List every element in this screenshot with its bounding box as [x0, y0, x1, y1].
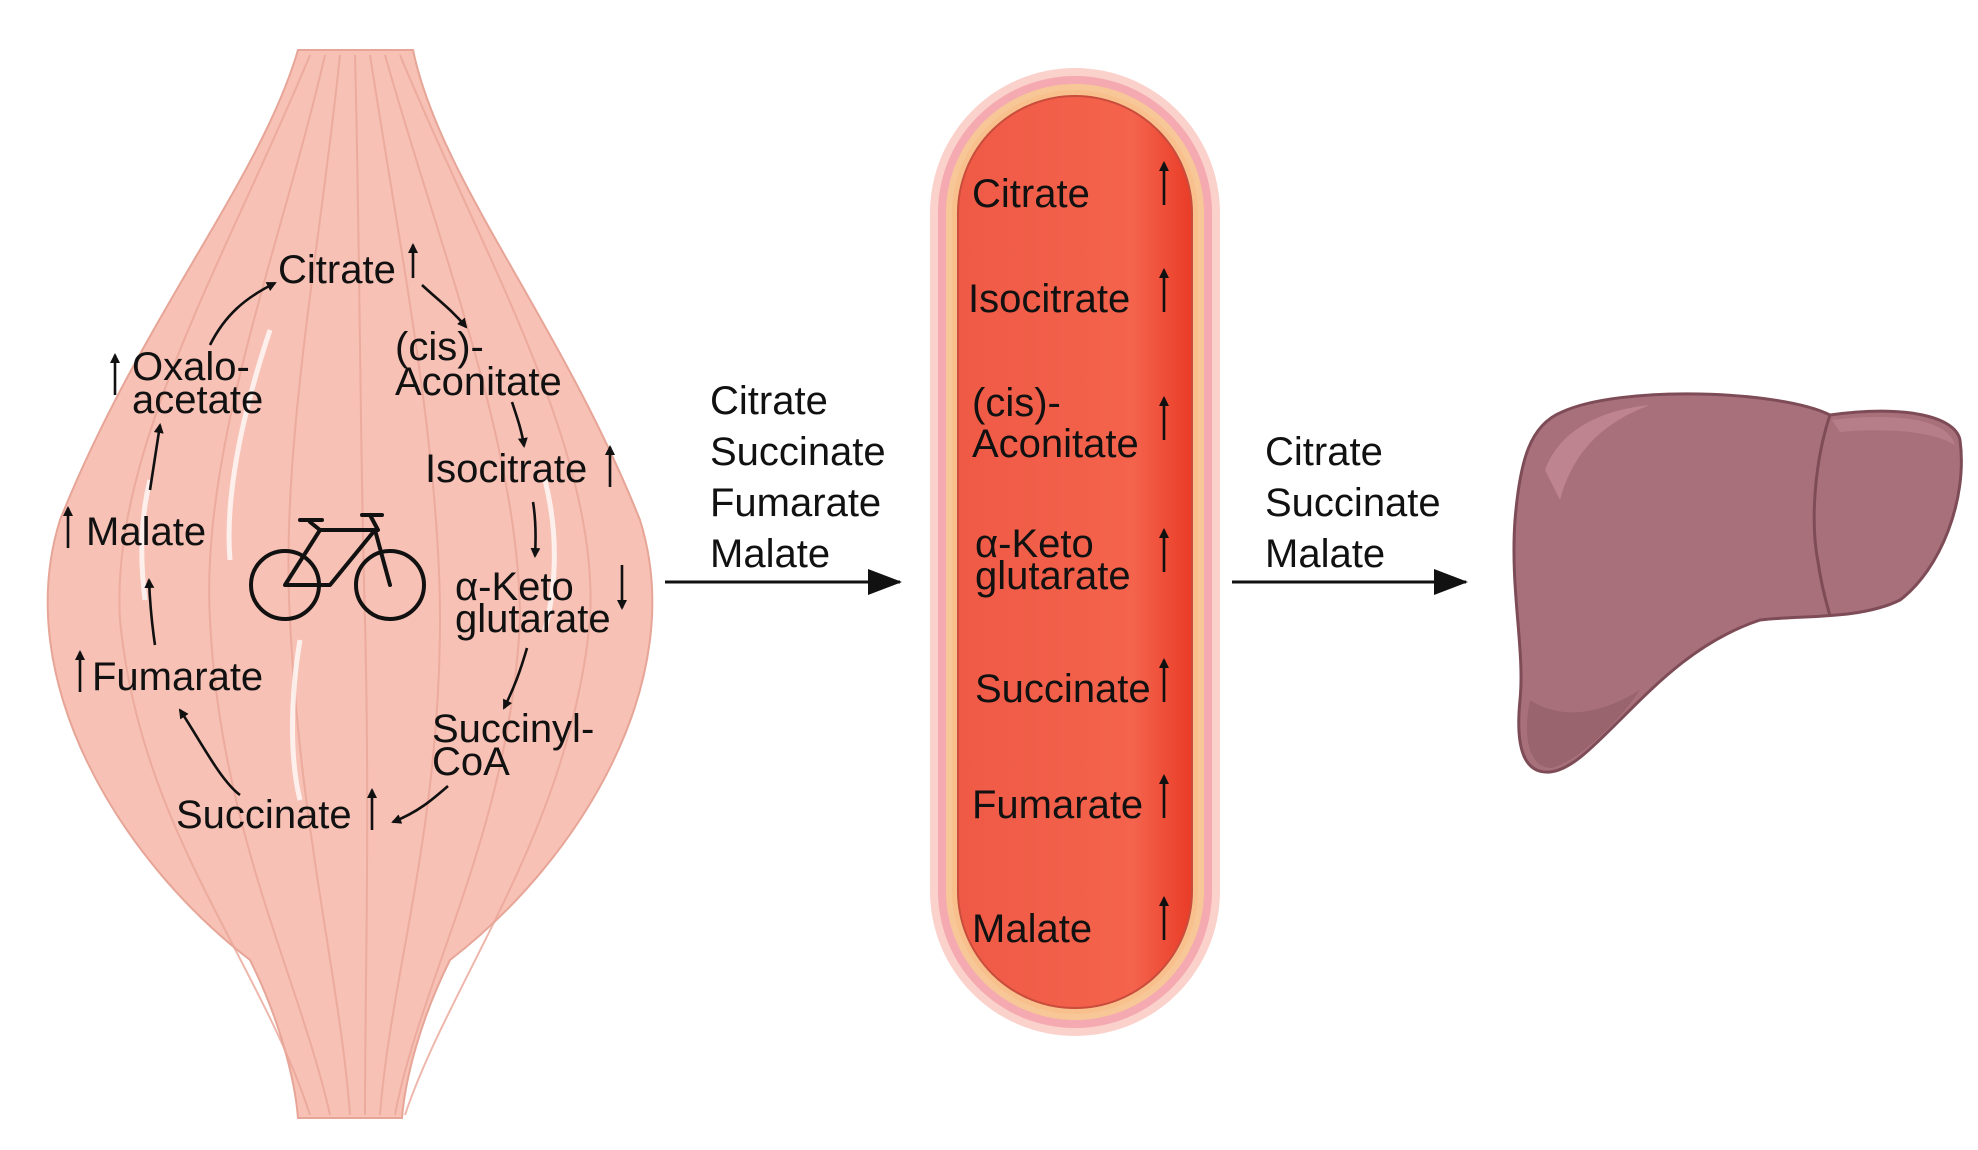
arrow-malate-to-oxaloacetate — [148, 423, 164, 491]
arrow-citrate-to-aconitate — [421, 284, 468, 329]
arrow-succinate-to-fumarate — [178, 708, 241, 797]
transfer-to-blood: Citrate Succinate Fumarate Malate — [665, 379, 902, 595]
cycle-oxalo-2: acetate — [132, 378, 263, 422]
cycle-oxalo-1: Oxalo- — [132, 345, 250, 389]
cycle-akg-1: α-Keto — [455, 565, 574, 609]
liver-lobe-divide — [1812, 414, 1832, 617]
cycle-cis-aconitate-2: Aconitate — [395, 360, 562, 404]
arrow-fumarate-to-malate — [144, 578, 157, 646]
muscle-body — [46, 49, 654, 1119]
vessel-item-malate: Malate — [972, 907, 1092, 951]
bicycle-icon — [249, 513, 426, 621]
blood-vessel — [930, 68, 1220, 1036]
vessel-item-fumarate: Fumarate — [972, 783, 1143, 827]
arrow-succinyl-to-succinate — [391, 785, 449, 824]
transfer-liver-item-2: Succinate — [1265, 481, 1441, 525]
tca-cycle: Citrate (cis)- Aconitate Isocitrate α-Ke… — [63, 243, 627, 837]
cycle-akg-2: glutarate — [455, 597, 611, 641]
muscle-highlights — [139, 329, 557, 801]
vessel-item-isocitrate: Isocitrate — [968, 277, 1130, 321]
vessel-lumen — [957, 95, 1193, 1009]
cycle-malate: Malate — [86, 510, 206, 554]
cycle-isocitrate: Isocitrate — [425, 447, 587, 491]
transfer-liver-item-1: Citrate — [1265, 430, 1383, 474]
liver-right-lobe-shade — [1832, 417, 1955, 445]
transfer-blood-item-1: Citrate — [710, 379, 828, 423]
vessel-item-aconitate-2: Aconitate — [972, 422, 1139, 466]
arrow-akg-to-succinyl — [502, 647, 529, 710]
cycle-succinyl-2: CoA — [432, 740, 510, 784]
liver-highlight — [1545, 405, 1650, 500]
vessel-item-aconitate-1: (cis)- — [972, 381, 1061, 425]
arrow-isocitrate-to-akg — [530, 501, 541, 558]
cycle-fumarate: Fumarate — [92, 655, 263, 699]
transfer-liver-item-3: Malate — [1265, 532, 1385, 576]
cycle-succinyl-1: Succinyl- — [432, 707, 594, 751]
vessel-item-citrate: Citrate — [972, 172, 1090, 216]
vessel-item-akg-1: α-Keto — [975, 522, 1094, 566]
liver-icon — [1512, 392, 1963, 774]
arrow-oxaloacetate-to-citrate — [208, 281, 277, 346]
liver-body — [1512, 392, 1963, 774]
transfer-blood-item-3: Fumarate — [710, 481, 881, 525]
cycle-cis-aconitate-1: (cis)- — [395, 325, 484, 369]
transfer-blood-item-2: Succinate — [710, 430, 886, 474]
transfer-to-liver: Citrate Succinate Malate — [1232, 430, 1468, 595]
vessel-item-akg-2: glutarate — [975, 554, 1131, 598]
cycle-citrate: Citrate — [278, 248, 396, 292]
liver-lower-shade — [1526, 690, 1640, 768]
cycle-succinate: Succinate — [176, 793, 352, 837]
arrow-aconitate-to-isocitrate — [510, 401, 528, 448]
transfer-blood-item-4: Malate — [710, 532, 830, 576]
vessel-item-succinate: Succinate — [975, 667, 1151, 711]
vessel-metabolites: Citrate Isocitrate (cis)- Aconitate α-Ke… — [968, 161, 1169, 951]
